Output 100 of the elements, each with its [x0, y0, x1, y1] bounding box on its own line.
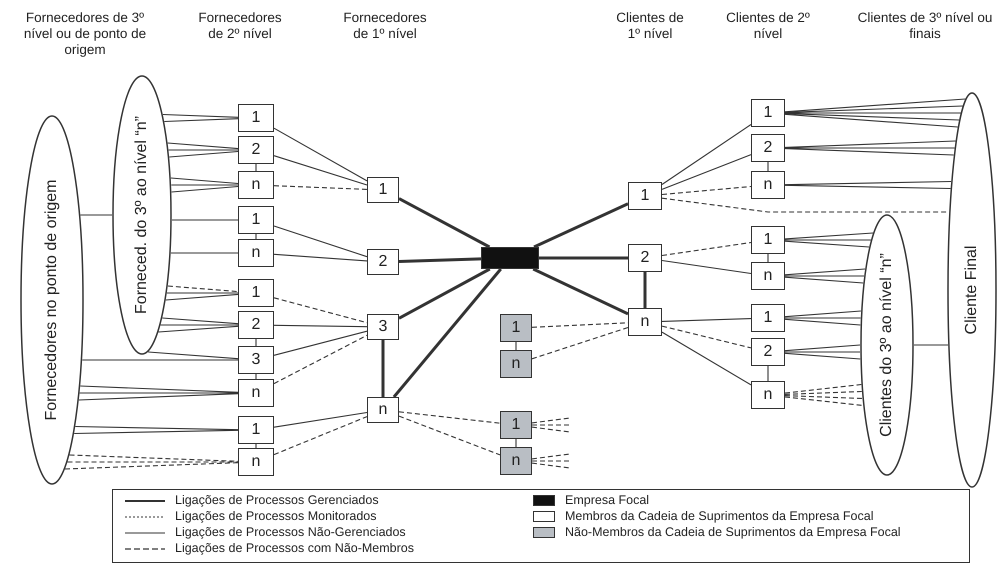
connector-line	[662, 242, 752, 256]
connector-line	[784, 232, 874, 240]
connector-line	[382, 340, 384, 397]
numbered-box: n	[238, 448, 274, 476]
numbered-box: 1	[238, 416, 274, 444]
connector-line	[784, 276, 864, 284]
legend-text: Empresa Focal	[565, 493, 650, 508]
connector-line	[274, 334, 368, 384]
connector-line	[785, 147, 955, 149]
connector-line	[171, 184, 238, 186]
connector-line	[785, 275, 864, 277]
connector-line	[172, 219, 238, 221]
connector-line	[784, 113, 960, 121]
legend-text: Membros da Cadeia de Suprimentos da Empresa Focal	[565, 509, 874, 524]
ellipse-label: Clientes do 3º ao nível “n”	[878, 253, 896, 437]
connector-line	[533, 202, 629, 248]
numbered-box: 1	[751, 226, 785, 254]
connector-line	[662, 186, 752, 196]
numbered-box: n	[238, 379, 274, 407]
connector-line	[784, 390, 862, 395]
numbered-box: 2	[367, 249, 399, 275]
connector-line	[784, 310, 861, 318]
connector-line	[274, 128, 368, 182]
focal-block	[481, 247, 539, 269]
numbered-box: 1	[238, 206, 274, 234]
numbered-box: 1	[367, 177, 399, 203]
numbered-box: 1	[500, 411, 532, 439]
connector-line	[80, 214, 112, 216]
connector-line	[75, 426, 238, 430]
connector-line	[662, 318, 752, 322]
numbered-box: n	[751, 381, 785, 409]
connector-line	[80, 392, 238, 394]
numbered-box: 2	[238, 136, 274, 164]
legend-text: Ligações de Processos Monitorados	[175, 509, 377, 524]
connector-line	[662, 124, 752, 185]
connector-line	[255, 234, 257, 239]
connector-line	[532, 426, 570, 433]
numbered-box: n	[238, 239, 274, 267]
connector-line	[255, 374, 257, 379]
connector-line	[784, 148, 954, 156]
connector-line	[532, 417, 570, 424]
connector-line	[767, 162, 769, 171]
connector-line	[166, 292, 238, 294]
connector-line	[532, 453, 570, 460]
connector-line	[532, 424, 570, 426]
ellipse-label: Forneced. do 3º ao nível “n”	[133, 116, 151, 314]
connector-line	[784, 268, 866, 276]
legend-text: Ligações de Processos com Não-Membros	[175, 541, 414, 556]
connector-line	[784, 105, 963, 113]
connector-line	[515, 342, 517, 350]
connector-line	[274, 254, 368, 262]
connector-line	[64, 462, 238, 470]
connector-line	[662, 326, 752, 348]
column-heading: Clientes de 1º nível	[615, 10, 685, 42]
connector-line	[784, 352, 860, 360]
connector-line	[784, 180, 952, 186]
numbered-box: n	[500, 350, 532, 378]
connector-line	[532, 268, 629, 316]
column-heading: Fornecedores de 3º nível ou de ponto de origem	[22, 10, 148, 58]
connector-line	[166, 294, 238, 301]
connector-line	[274, 324, 367, 328]
connector-line	[274, 155, 368, 186]
connector-line	[274, 330, 368, 356]
connector-line	[398, 416, 500, 456]
connector-line	[785, 351, 860, 353]
connector-line	[398, 268, 491, 320]
numbered-box: 1	[238, 279, 274, 307]
connector-line	[168, 149, 238, 151]
connector-line	[68, 461, 238, 463]
connector-line	[274, 185, 368, 190]
connector-line	[274, 412, 368, 428]
connector-line	[168, 285, 238, 292]
connector-line	[767, 254, 769, 262]
connector-line	[78, 393, 238, 401]
connector-line	[398, 197, 490, 248]
connector-line	[785, 239, 871, 241]
connector-line	[82, 359, 238, 361]
connector-line	[172, 186, 238, 193]
connector-line	[74, 430, 238, 434]
connector-line	[170, 252, 238, 254]
column-heading: Fornecedores de 1º nível	[342, 10, 428, 42]
connector-line	[162, 317, 238, 324]
numbered-box: 2	[628, 244, 662, 272]
legend-text: Não-Membros da Cadeia de Suprimentos da Empresa Focal	[565, 525, 901, 540]
ellipse-label: Cliente Final	[963, 246, 981, 334]
legend-text: Ligações de Processos Não-Gerenciados	[175, 525, 406, 540]
connector-line	[662, 332, 752, 386]
column-heading: Clientes de 2º nível	[725, 10, 811, 42]
connector-line	[767, 366, 769, 381]
connector-line	[532, 462, 570, 469]
numbered-box: n	[500, 447, 532, 475]
connector-line	[274, 225, 368, 258]
connector-line	[784, 344, 860, 352]
connector-line	[785, 112, 961, 114]
connector-line	[168, 142, 238, 150]
numbered-box: n	[367, 397, 399, 423]
connector-line	[164, 118, 238, 122]
connector-line	[784, 114, 958, 128]
connector-line	[644, 272, 646, 308]
numbered-box: n	[751, 171, 785, 199]
